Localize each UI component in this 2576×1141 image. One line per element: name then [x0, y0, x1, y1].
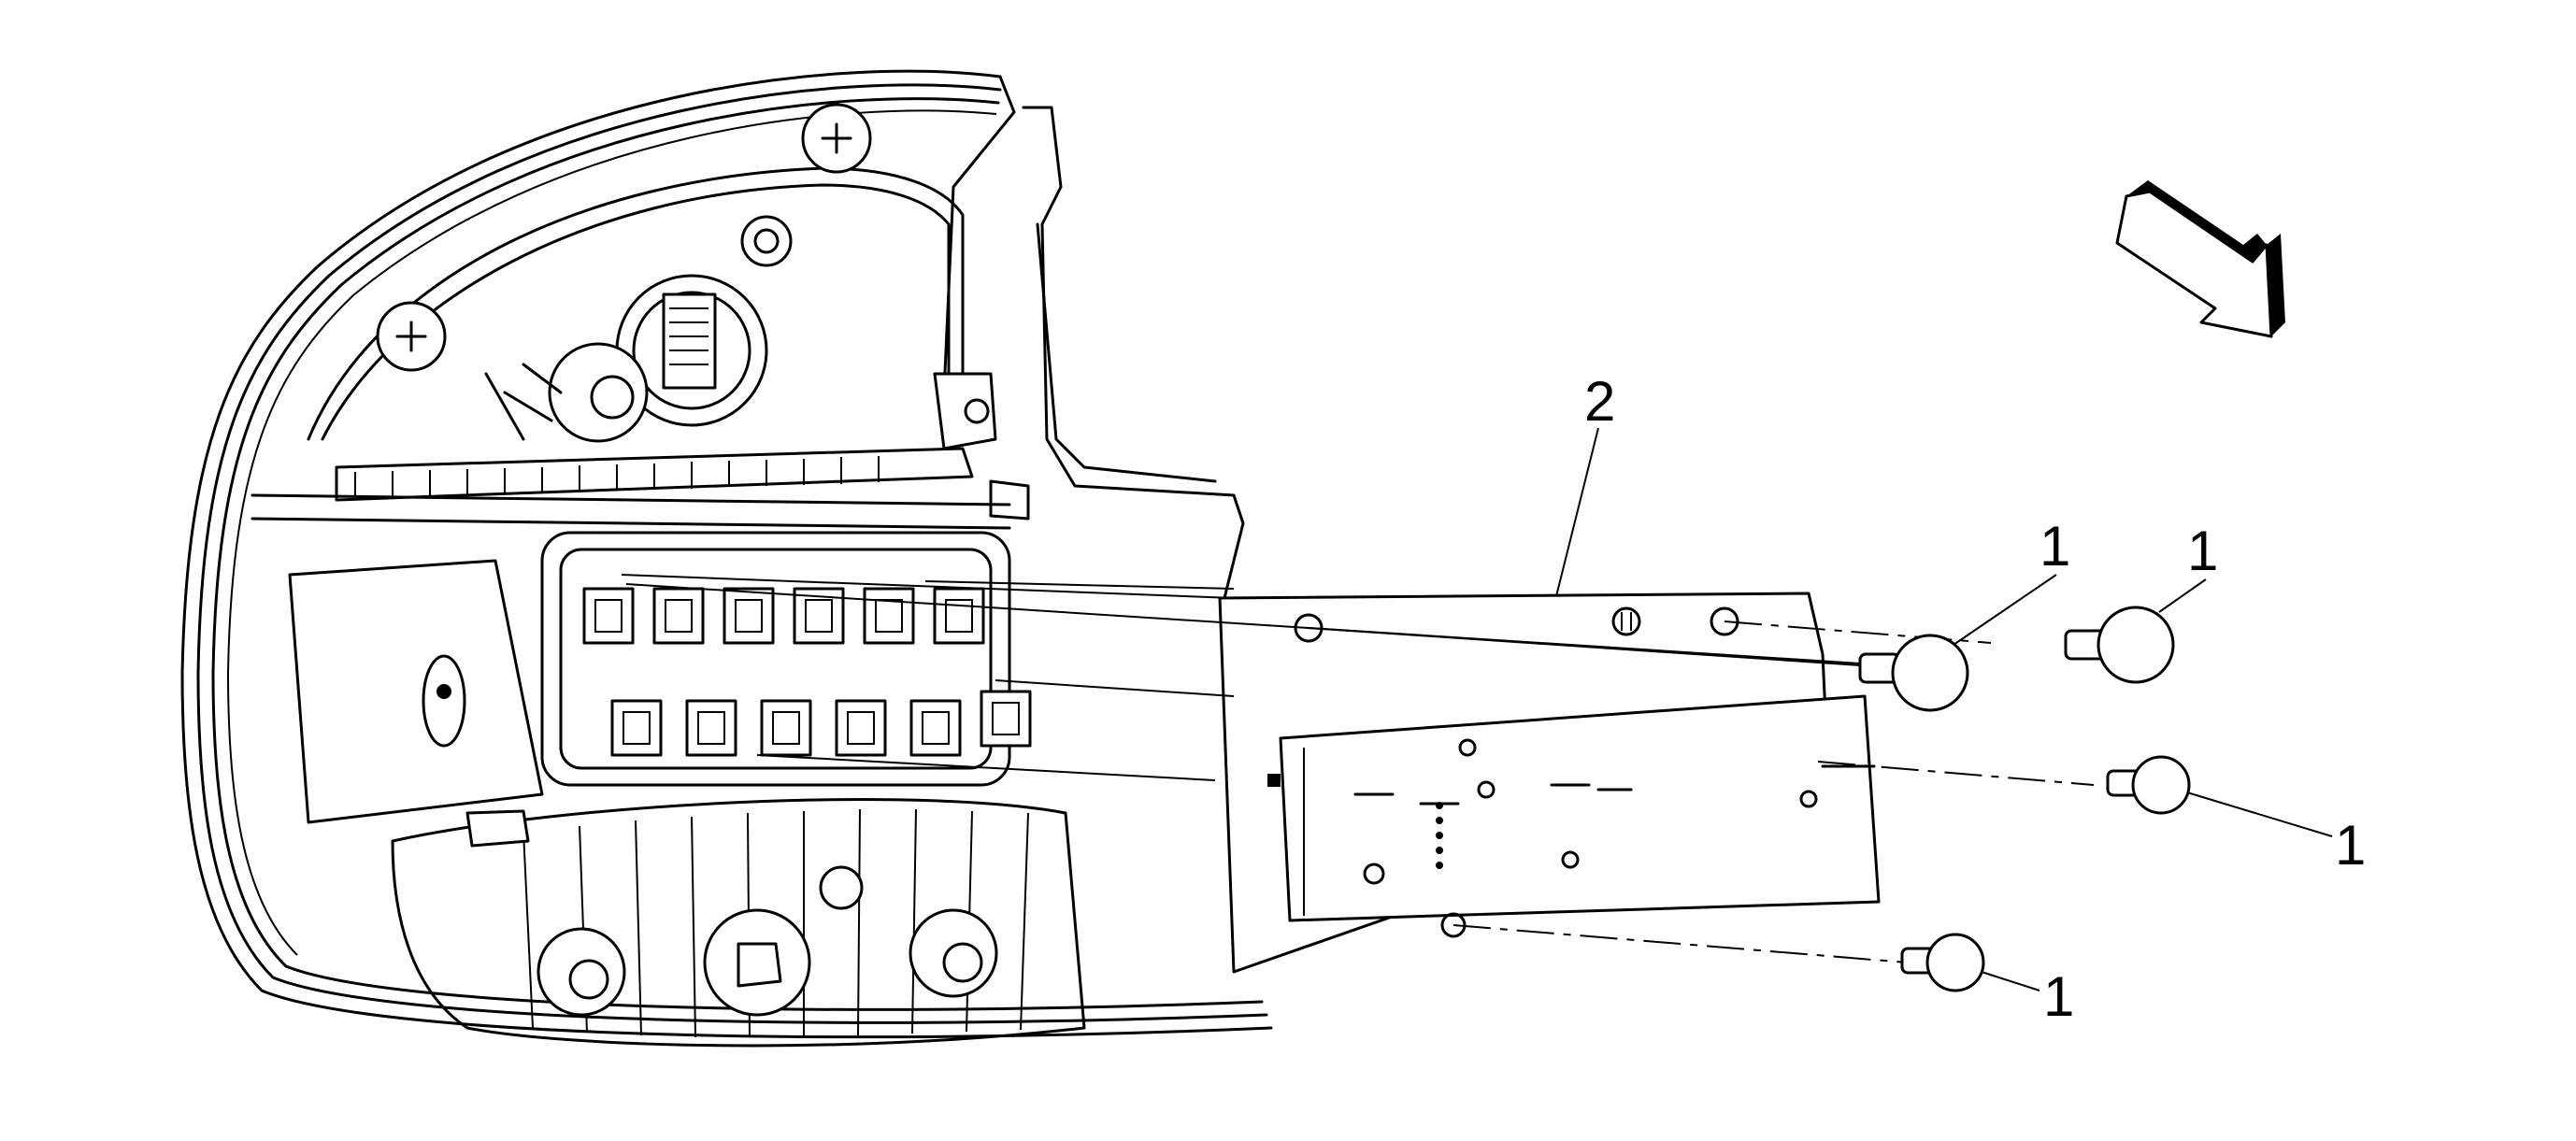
connector-row-lower	[610, 690, 1032, 757]
fastener-bottom	[1900, 933, 1985, 992]
tail-lamp-housing	[180, 69, 1273, 1048]
callout-fastener-bottom-label: 1	[2043, 965, 2074, 1028]
callout-fastener-middle-label: 1	[2335, 814, 2366, 877]
connector-row-upper	[582, 587, 985, 645]
view-direction-arrow-icon	[2115, 180, 2285, 338]
fastener-middle	[2106, 755, 2191, 815]
circuit-board-assembly	[1218, 592, 1881, 974]
callout-fastener-top-left-label: 1	[2039, 515, 2070, 578]
callout-board-label: 2	[1584, 370, 1615, 433]
leader-lines	[1555, 427, 2333, 991]
fastener-top-right	[2064, 606, 2175, 684]
fastener-top-left	[1858, 634, 1969, 712]
callout-fastener-top-right-label: 1	[2187, 520, 2218, 582]
